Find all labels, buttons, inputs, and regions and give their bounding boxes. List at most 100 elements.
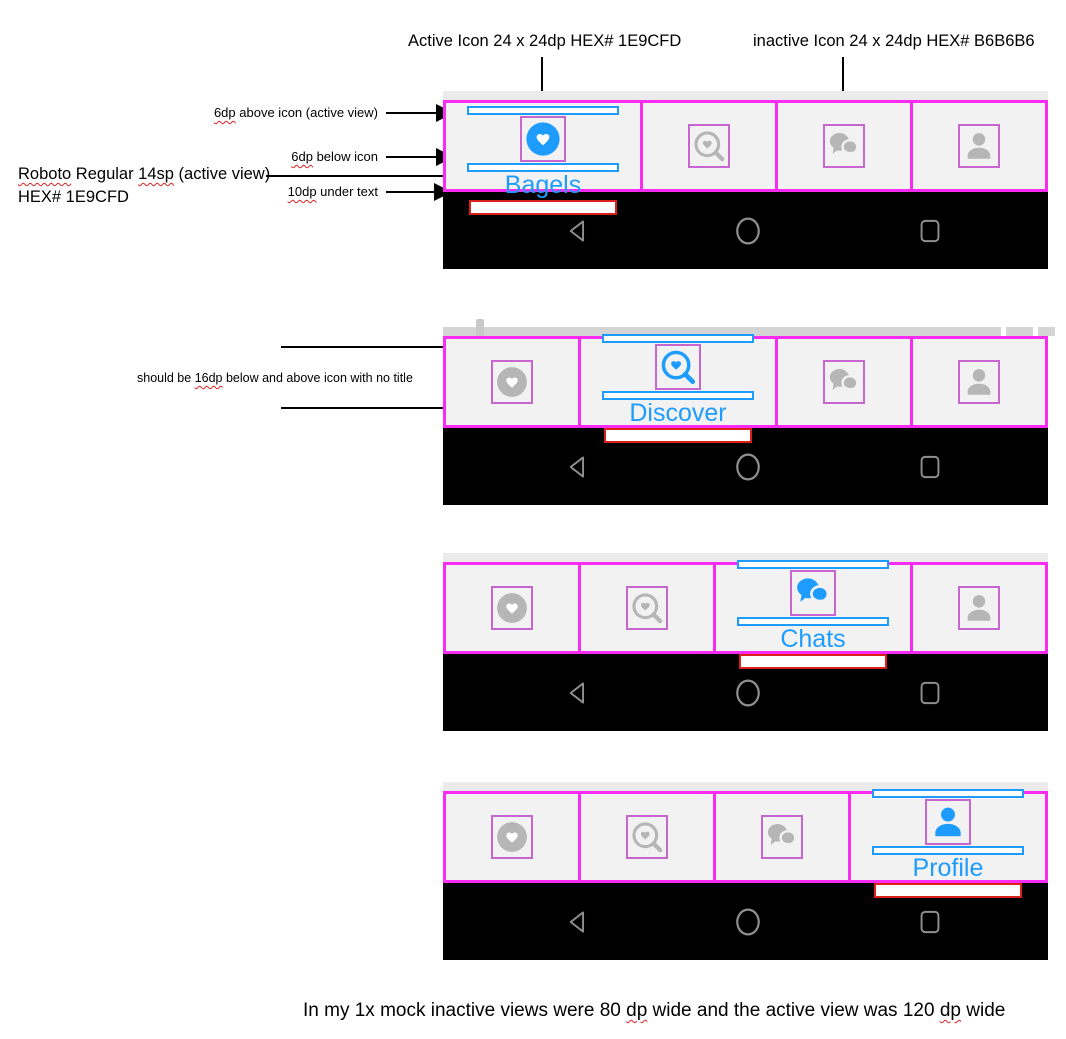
discover-icon-box: [655, 344, 701, 390]
person-icon: [962, 365, 996, 399]
recents-button-icon[interactable]: [917, 216, 944, 245]
person-icon: [962, 591, 996, 625]
spacer-below-icon: [871, 846, 1024, 855]
note-above-icon: 6dp above icon (active view): [213, 105, 378, 120]
bagels-icon: [524, 120, 562, 158]
heart-magnifier-icon: [630, 820, 664, 854]
note-under-text: 10dp under text: [287, 184, 378, 199]
note-16dp: should be 16dp below and above icon with…: [137, 371, 413, 385]
chat-bubbles-icon: [827, 129, 861, 163]
spacer-under-text: [738, 654, 887, 669]
back-button-icon[interactable]: [565, 215, 592, 246]
bagels-icon-box: [490, 586, 533, 630]
tab-item-chats[interactable]: Chats: [712, 560, 910, 669]
spacer-below-icon: [736, 617, 889, 626]
note-inactive-icon: inactive Icon 24 x 24dp HEX# B6B6B6: [753, 32, 1035, 50]
screenshot-edge-strip: [443, 91, 1048, 100]
recents-button-icon[interactable]: [917, 678, 944, 707]
chat-bubbles-icon: [794, 574, 832, 612]
profile-icon-box: [957, 360, 1000, 404]
bottom-tab-bar: Chats: [443, 560, 1048, 669]
bottom-tab-bar: Discover: [443, 334, 1048, 443]
spacer-below-icon: [467, 163, 620, 172]
tab-item-discover[interactable]: [640, 103, 775, 189]
tab-item-chats[interactable]: [775, 103, 910, 189]
spacer-above-icon: [602, 334, 754, 343]
home-button-icon[interactable]: [733, 904, 764, 939]
back-button-icon[interactable]: [565, 677, 592, 708]
tab-item-profile[interactable]: [910, 339, 1045, 425]
chat-bubbles-icon: [765, 820, 799, 854]
spacer-above-icon: [871, 789, 1024, 798]
bagels-icon-box: [490, 815, 533, 859]
mock-discover-active: Discover: [443, 319, 1055, 505]
heart-circle-icon: [495, 365, 529, 399]
chats-icon-box: [789, 570, 836, 616]
tab-item-profile[interactable]: Profile: [847, 789, 1045, 898]
bottom-tab-bar: Profile: [443, 789, 1048, 898]
profile-icon-box: [957, 586, 1000, 630]
mock-chats-active: Chats: [443, 553, 1048, 731]
discover-icon-box: [625, 815, 668, 859]
back-button-icon[interactable]: [565, 906, 592, 937]
person-icon: [962, 129, 996, 163]
heart-magnifier-icon: [659, 348, 697, 386]
screenshot-edge-strip: [443, 327, 1055, 336]
note-below-icon: 6dp below icon: [291, 149, 378, 164]
screenshot-artifact: [1001, 327, 1006, 336]
tab-item-profile[interactable]: [910, 565, 1045, 651]
tab-item-bagels[interactable]: [446, 565, 578, 651]
tab-item-discover[interactable]: [577, 565, 713, 651]
back-button-icon[interactable]: [565, 451, 592, 482]
home-button-icon[interactable]: [733, 675, 764, 710]
active-tab-label: Bagels: [504, 171, 582, 199]
tab-item-bagels[interactable]: Bagels: [446, 103, 640, 215]
heart-circle-icon: [495, 591, 529, 625]
spacer-below-icon: [602, 391, 754, 400]
active-tab-label: Profile: [912, 854, 984, 882]
chats-icon-box: [823, 124, 865, 168]
tab-item-profile[interactable]: [910, 103, 1045, 189]
spacer-under-text: [604, 428, 752, 443]
active-tab-label: Discover: [629, 399, 727, 427]
chats-icon-box: [823, 360, 865, 404]
spacer-under-text: [469, 200, 618, 215]
spacer-under-text: [873, 883, 1022, 898]
chats-icon-box: [760, 815, 803, 859]
home-button-icon[interactable]: [733, 213, 764, 248]
discover-icon-box: [688, 124, 731, 168]
profile-icon-box: [957, 124, 1000, 168]
tab-item-bagels[interactable]: [446, 794, 578, 880]
mock-bagels-active: Bagels: [443, 91, 1048, 269]
heart-circle-icon: [495, 820, 529, 854]
tab-item-bagels[interactable]: [446, 339, 578, 425]
note-active-icon: Active Icon 24 x 24dp HEX# 1E9CFD: [408, 32, 682, 50]
note-hex: HEX# 1E9CFD: [18, 188, 129, 206]
spacer-above-icon: [467, 106, 620, 115]
person-icon: [929, 803, 967, 841]
spacer-above-icon: [736, 560, 889, 569]
recents-button-icon[interactable]: [917, 907, 944, 936]
tab-item-chats[interactable]: [712, 794, 848, 880]
tab-item-discover[interactable]: [577, 794, 713, 880]
active-tab-label: Chats: [780, 625, 846, 653]
screenshot-artifact: [1033, 327, 1038, 336]
tab-item-chats[interactable]: [775, 339, 910, 425]
note-roboto: Roboto Regular 14sp (active view): [18, 165, 271, 183]
heart-magnifier-icon: [630, 591, 664, 625]
screenshot-edge-strip: [443, 553, 1048, 562]
screenshot-artifact: [476, 319, 484, 336]
tab-item-discover[interactable]: Discover: [577, 334, 775, 443]
heart-magnifier-icon: [692, 129, 726, 163]
bagels-icon-box: [490, 360, 533, 404]
home-button-icon[interactable]: [733, 449, 764, 484]
bottom-tab-bar: Bagels: [443, 100, 1048, 215]
profile-icon-box: [924, 799, 971, 845]
discover-icon-box: [625, 586, 668, 630]
screenshot-edge-strip: [443, 782, 1048, 791]
bagels-icon-box: [520, 116, 567, 162]
mock-profile-active: Profile: [443, 782, 1048, 960]
recents-button-icon[interactable]: [917, 452, 944, 481]
chat-bubbles-icon: [827, 365, 861, 399]
